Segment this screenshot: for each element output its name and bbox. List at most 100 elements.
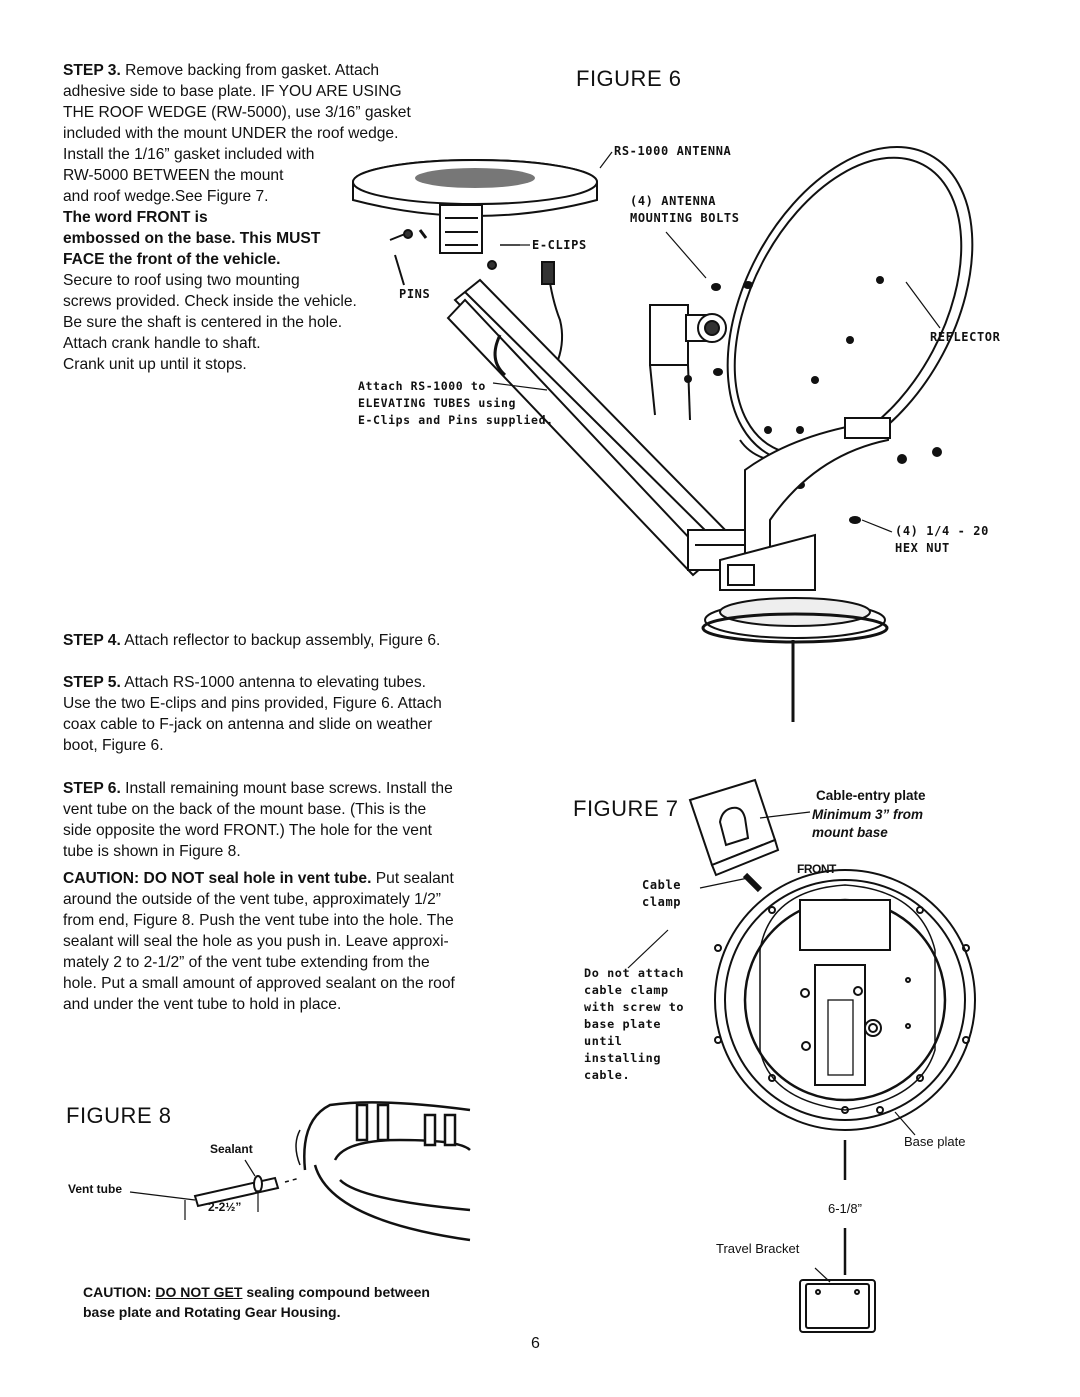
label-vent-dimension: 2-2½” bbox=[208, 1200, 242, 1214]
label-line: E-Clips and Pins supplied. bbox=[358, 413, 554, 427]
travel-bracket bbox=[799, 1267, 876, 1333]
label-line: mount base bbox=[812, 825, 888, 840]
step3-line: Remove backing from gasket. Attach bbox=[125, 62, 380, 79]
label-line: Cable bbox=[642, 878, 682, 892]
label-hex-nut: (4) 1/4 - 20 HEX NUT bbox=[895, 523, 989, 557]
step4-label: STEP 4. bbox=[63, 632, 121, 649]
figure8-housing bbox=[295, 1101, 471, 1242]
front-warning: The word FRONT is bbox=[63, 209, 208, 226]
caution-line: hole. Put a small amount of approved sea… bbox=[63, 975, 455, 992]
step3-line: Attach crank handle to shaft. bbox=[63, 335, 261, 352]
step3-line: adhesive side to base plate. IF YOU ARE … bbox=[63, 83, 402, 100]
label-line: Do not attach bbox=[584, 966, 685, 980]
figure7-title: FIGURE 7 bbox=[573, 796, 679, 821]
label-line: MOUNTING BOLTS bbox=[630, 211, 740, 225]
step5-label: STEP 5. bbox=[63, 674, 121, 691]
label-line: clamp bbox=[642, 895, 682, 909]
label-cable-entry-plate: Cable-entry plate bbox=[816, 788, 926, 803]
label-rs1000-antenna: RS-1000 ANTENNA bbox=[614, 144, 732, 158]
step5-line: Attach RS-1000 antenna to elevating tube… bbox=[124, 674, 426, 691]
step5-line: boot, Figure 6. bbox=[63, 737, 164, 754]
label-reflector: REFLECTOR bbox=[930, 330, 1001, 344]
figure6-title: FIGURE 6 bbox=[576, 66, 682, 91]
elevating-tubes bbox=[446, 261, 759, 577]
label-line: with screw to bbox=[584, 1000, 685, 1014]
label-line: (4) ANTENNA bbox=[630, 194, 717, 208]
label-line: cable. bbox=[584, 1068, 631, 1082]
lnb-feed bbox=[649, 304, 727, 421]
caution-line: Put sealant bbox=[375, 870, 454, 887]
label-eclips: E-CLIPS bbox=[532, 238, 587, 252]
vent-tube bbox=[129, 1159, 301, 1220]
step3-line: Be sure the shaft is centered in the hol… bbox=[63, 314, 343, 331]
label-cable-clamp: Cable clamp bbox=[642, 877, 681, 911]
step6-line: vent tube on the back of the mount base.… bbox=[63, 801, 427, 818]
caution-vent-text: CAUTION: DO NOT seal hole in vent tube. … bbox=[63, 868, 543, 1015]
label-pins: PINS bbox=[399, 287, 431, 301]
pins-parts bbox=[389, 229, 520, 286]
caution-line: mately 2 to 2-1/2” of the vent tube exte… bbox=[63, 954, 430, 971]
front-warning: embossed on the base. This MUST bbox=[63, 230, 321, 247]
label-line: HEX NUT bbox=[895, 541, 950, 555]
label-base-plate: Base plate bbox=[904, 1134, 966, 1149]
rs1000-antenna-dome bbox=[352, 159, 598, 254]
label-line: base plate bbox=[584, 1017, 662, 1031]
reflector-bolts bbox=[684, 276, 942, 524]
caution-line: and under the vent tube to hold in place… bbox=[63, 996, 342, 1013]
label-line: cable clamp bbox=[584, 983, 669, 997]
step3-line: Crank unit up until it stops. bbox=[63, 356, 247, 373]
label-dimension: 6-1/8” bbox=[828, 1201, 862, 1216]
figure7-base-plate bbox=[627, 869, 976, 1275]
backup-bracket bbox=[744, 417, 892, 591]
label-vent-tube: Vent tube bbox=[68, 1182, 123, 1196]
step3-line: included with the mount UNDER the roof w… bbox=[63, 125, 399, 142]
step6-line: tube is shown in Figure 8. bbox=[63, 843, 241, 860]
label-antenna-bolts: (4) ANTENNA MOUNTING BOLTS bbox=[630, 193, 740, 227]
figure8-title: FIGURE 8 bbox=[66, 1103, 172, 1128]
step5-text: STEP 5. Attach RS-1000 antenna to elevat… bbox=[63, 672, 543, 756]
step5-line: Use the two E-clips and pins provided, F… bbox=[63, 695, 442, 712]
label-line: until bbox=[584, 1034, 623, 1048]
step6-label: STEP 6. bbox=[63, 780, 121, 797]
step6-line: Install remaining mount base screws. Ins… bbox=[125, 780, 453, 797]
caution-prefix: CAUTION: bbox=[83, 1284, 152, 1300]
label-sealant: Sealant bbox=[210, 1142, 253, 1156]
step3-line: Secure to roof using two mounting bbox=[63, 272, 300, 289]
caution-rest: sealing compound between bbox=[246, 1284, 430, 1300]
step3-line: screws provided. Check inside the vehicl… bbox=[63, 293, 357, 310]
label-line: Attach RS-1000 to bbox=[358, 379, 486, 393]
step3-line: RW-5000 BETWEEN the mount bbox=[63, 167, 284, 184]
caution-line: base plate and Rotating Gear Housing. bbox=[83, 1304, 341, 1320]
caution-sealing-compound: CAUTION: DO NOT GET sealing compound bet… bbox=[83, 1282, 523, 1322]
step4-text: STEP 4. Attach reflector to backup assem… bbox=[63, 630, 543, 651]
front-emboss: FRONT bbox=[797, 862, 836, 876]
step4-line: Attach reflector to backup assembly, Fig… bbox=[124, 632, 441, 649]
label-line: Minimum 3” from bbox=[812, 807, 924, 822]
label-line: (4) 1/4 - 20 bbox=[895, 524, 989, 538]
caution-underlined: DO NOT GET bbox=[155, 1284, 243, 1300]
cable-entry-plate bbox=[688, 778, 811, 877]
label-line: ELEVATING TUBES using bbox=[358, 396, 516, 410]
caution-vent-bold: CAUTION: DO NOT seal hole in vent tube. bbox=[63, 870, 372, 887]
label-minimum-distance: Minimum 3” from mount base bbox=[812, 806, 923, 842]
caution-line: sealant will seal the hole as you push i… bbox=[63, 933, 449, 950]
label-line: installing bbox=[584, 1051, 662, 1065]
step6-line: side opposite the word FRONT.) The hole … bbox=[63, 822, 432, 839]
page-number: 6 bbox=[531, 1335, 540, 1352]
caution-line: around the outside of the vent tube, app… bbox=[63, 891, 441, 908]
label-do-not-attach: Do not attach cable clamp with screw to … bbox=[584, 965, 684, 1084]
label-travel-bracket: Travel Bracket bbox=[716, 1241, 800, 1256]
step5-line: coax cable to F-jack on antenna and slid… bbox=[63, 716, 433, 733]
step3-text: STEP 3. Remove backing from gasket. Atta… bbox=[63, 60, 463, 375]
step3-line: Install the 1/16” gasket included with bbox=[63, 146, 315, 163]
figure6-leaders bbox=[492, 151, 941, 533]
step3-line: THE ROOF WEDGE (RW-5000), use 3/16” gask… bbox=[63, 104, 411, 121]
step3-line: and roof wedge.See Figure 7. bbox=[63, 188, 269, 205]
step6-text: STEP 6. Install remaining mount base scr… bbox=[63, 778, 543, 862]
step3-label: STEP 3. bbox=[63, 62, 121, 79]
caution-line: from end, Figure 8. Push the vent tube i… bbox=[63, 912, 454, 929]
label-attach-rs1000: Attach RS-1000 to ELEVATING TUBES using … bbox=[358, 378, 554, 429]
front-warning: FACE the front of the vehicle. bbox=[63, 251, 281, 268]
mount-base-pedestal bbox=[701, 533, 889, 722]
